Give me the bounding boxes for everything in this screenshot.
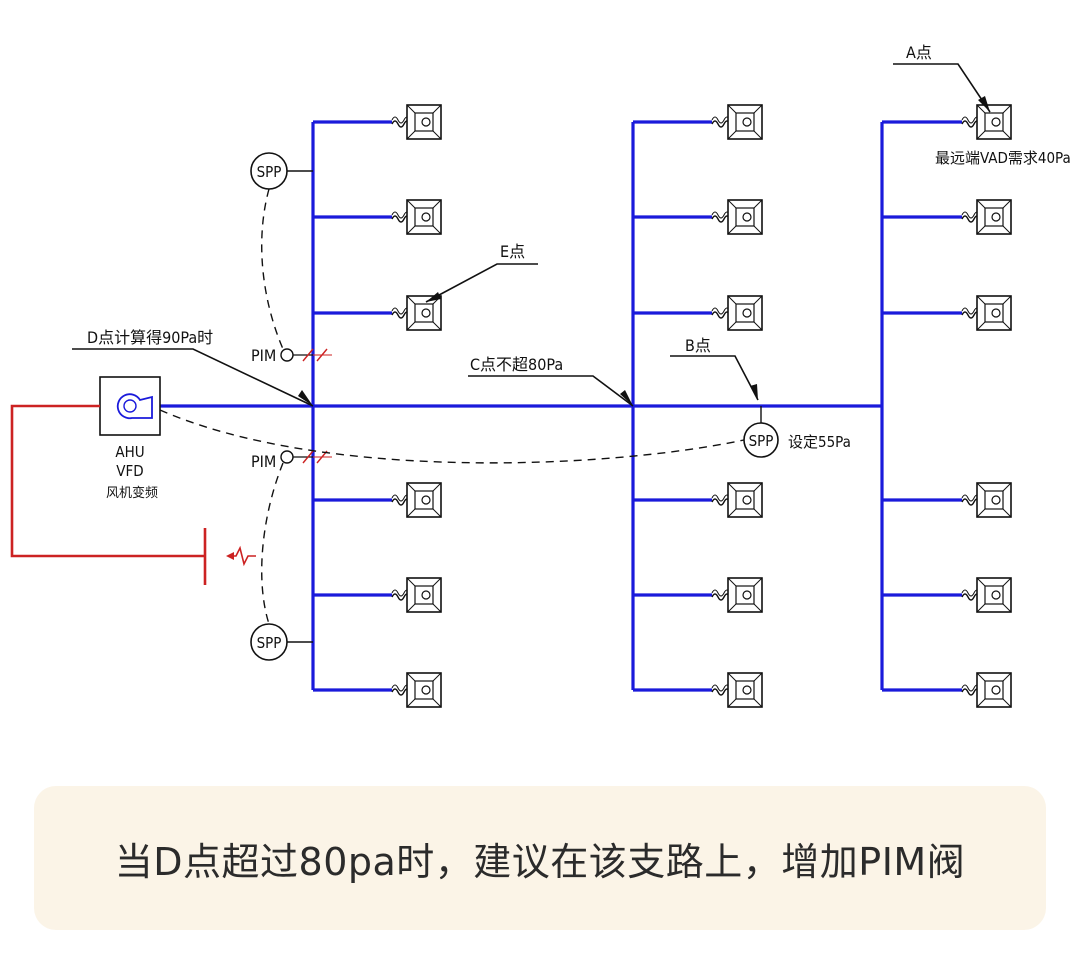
spp-main-label: SPP	[749, 432, 774, 450]
vav-terminal	[961, 672, 1012, 708]
ahu-label: AHU	[115, 443, 144, 461]
vav-terminal	[711, 482, 763, 518]
point-c-label: C点不超80Pa	[470, 355, 563, 374]
pim-valve-upper	[280, 348, 332, 362]
far-end-label: 最远端VAD需求40Pa	[935, 149, 1071, 167]
vav-terminal	[391, 104, 442, 140]
spp-sensor-lower: SPP	[250, 623, 313, 661]
pim-valve-lower	[280, 450, 332, 464]
point-d-label: D点计算得90Pa时	[87, 328, 213, 347]
vav-terminal	[711, 104, 763, 140]
vav-terminal	[711, 672, 763, 708]
spp-lower-label: SPP	[257, 634, 282, 652]
vav-terminal	[711, 199, 763, 235]
ahu-fan-icon	[99, 376, 161, 436]
hvac-duct-diagram: AHU VFD 风机变频 SPP SPP SPP 设定55Pa PIM	[10, 43, 1071, 708]
pim-lower-label: PIM	[251, 452, 276, 471]
vav-terminal	[711, 295, 763, 331]
point-a-label: A点	[906, 43, 932, 62]
vav-terminal	[961, 482, 1012, 518]
vav-terminal	[961, 577, 1012, 613]
vav-terminal	[391, 199, 442, 235]
vav-terminal	[391, 577, 442, 613]
vav-terminal	[391, 295, 442, 331]
vav-terminal	[391, 672, 442, 708]
arrow-heads	[298, 96, 990, 406]
spp-sensor-main: SPP	[743, 406, 779, 458]
vav-terminal	[961, 295, 1012, 331]
caption-box: 当D点超过80pa时，建议在该支路上，增加PIM阀	[34, 786, 1046, 930]
point-b-label: B点	[685, 336, 711, 355]
vav-terminal	[961, 199, 1012, 235]
setpoint-label: 设定55Pa	[788, 433, 851, 451]
pim-upper-label: PIM	[251, 346, 276, 365]
vav-terminal	[711, 577, 763, 613]
control-signal-line	[10, 404, 256, 585]
duct-network	[160, 120, 962, 692]
spp-sensor-upper: SPP	[250, 152, 313, 190]
spp-upper-label: SPP	[257, 163, 282, 181]
vav-terminal	[961, 104, 1012, 140]
vav-terminal	[391, 482, 442, 518]
point-e-label: E点	[500, 242, 525, 261]
leader-lines	[72, 63, 991, 407]
fan-vfd-label: 风机变频	[106, 485, 158, 501]
caption-text: 当D点超过80pa时，建议在该支路上，增加PIM阀	[114, 839, 966, 884]
vfd-label: VFD	[116, 462, 143, 480]
dashed-signal-lines	[159, 188, 745, 625]
